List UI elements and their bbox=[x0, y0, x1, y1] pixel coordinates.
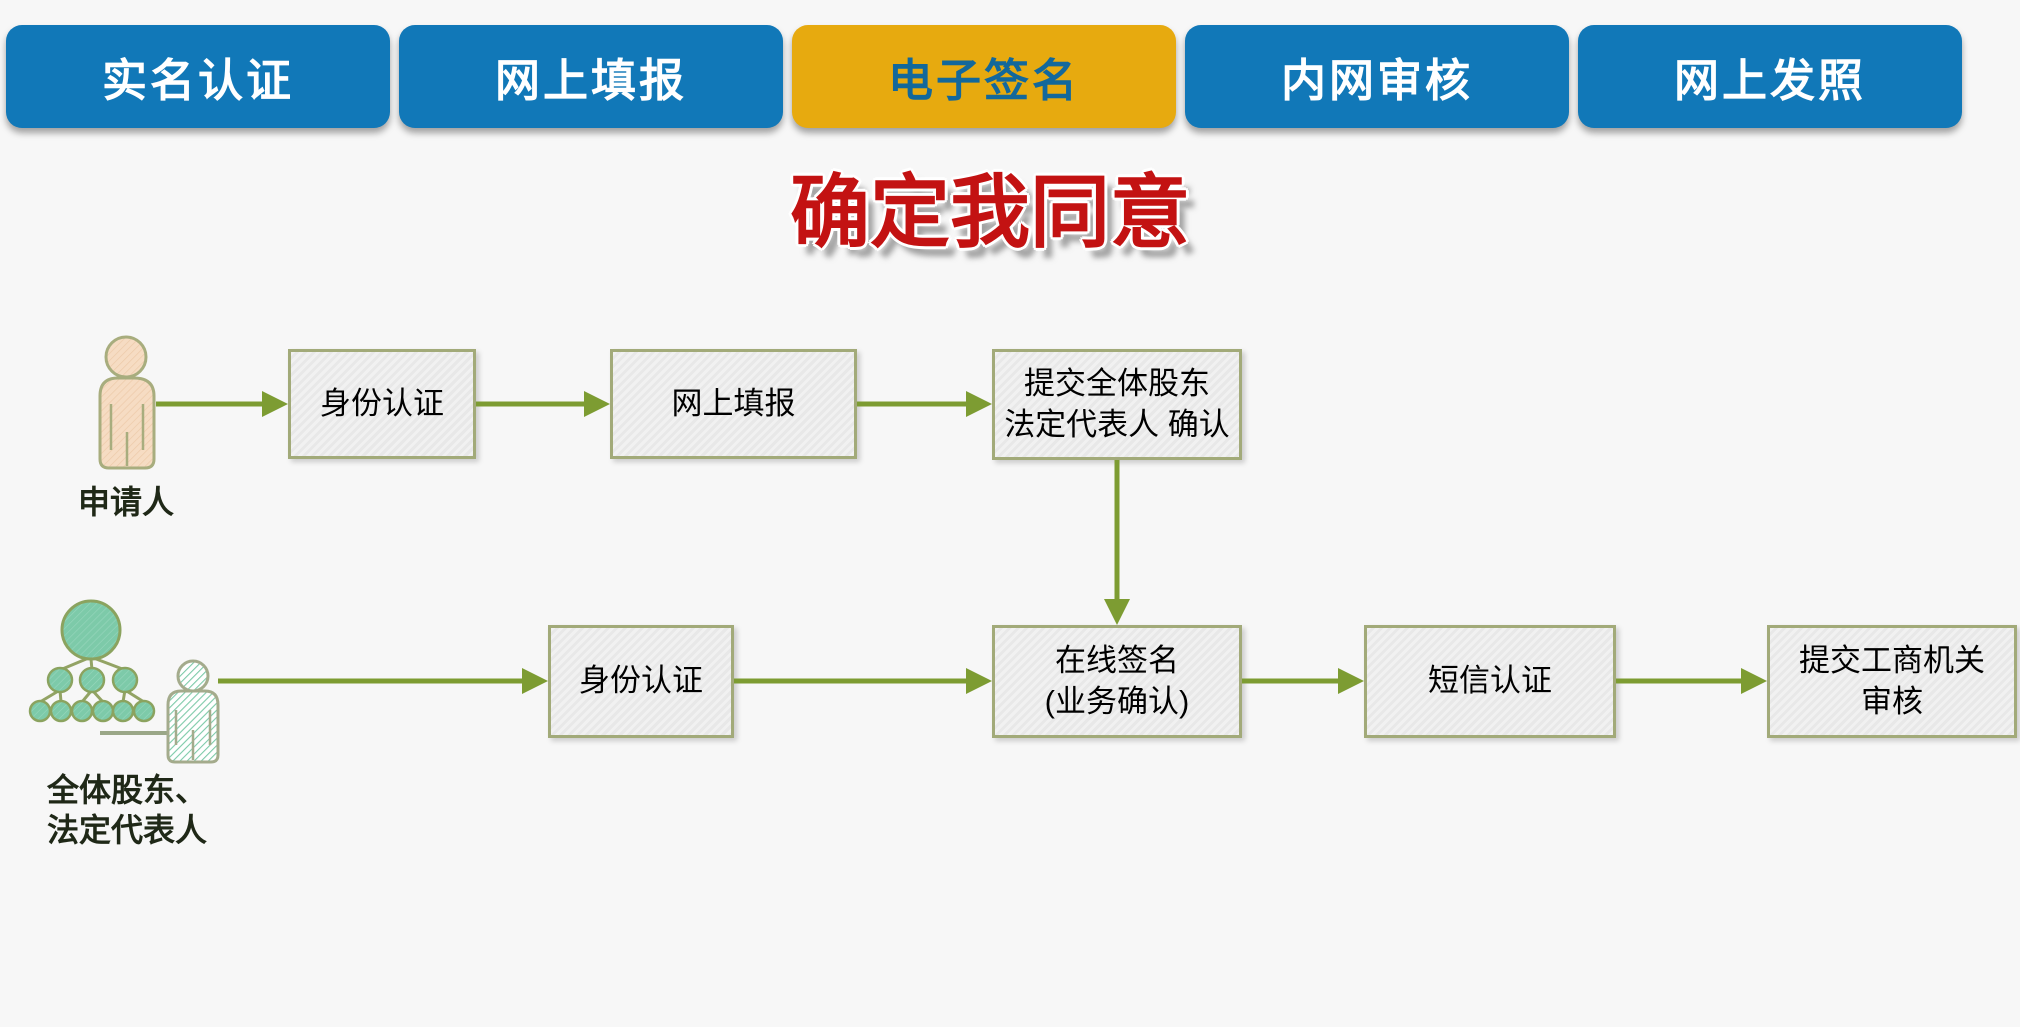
arrow-filing-to-submit bbox=[857, 391, 992, 417]
arrow-sms-to-review bbox=[1616, 668, 1767, 694]
arrow-signature-to-sms bbox=[1242, 668, 1364, 694]
flow-box-identity-auth-row2: 身份认证 bbox=[548, 625, 734, 738]
arrow-identity-to-signature bbox=[734, 668, 992, 694]
flow-box-online-filing: 网上填报 bbox=[610, 349, 857, 459]
group-mid-circles bbox=[46, 666, 139, 694]
group-top-circle bbox=[60, 599, 122, 661]
tab-internal-review[interactable]: 内网审核 bbox=[1185, 25, 1569, 128]
tab-real-name-auth[interactable]: 实名认证 bbox=[6, 25, 390, 128]
shareholders-group-icon bbox=[28, 599, 220, 764]
arrow-group-to-identity bbox=[218, 668, 548, 694]
hierarchy-lines bbox=[39, 655, 145, 704]
tab-online-filing[interactable]: 网上填报 bbox=[399, 25, 783, 128]
flow-box-online-signature: 在线签名 (业务确认) bbox=[992, 625, 1242, 738]
actor-label-applicant: 申请人 bbox=[77, 484, 174, 520]
legal-rep-body bbox=[166, 689, 220, 764]
arrow-applicant-to-identity bbox=[156, 391, 288, 417]
person-head bbox=[104, 335, 148, 379]
single-person-icon bbox=[98, 335, 156, 470]
arrow-submit-to-signature bbox=[1104, 460, 1130, 625]
flow-box-identity-auth-row1: 身份认证 bbox=[288, 349, 476, 459]
group-small-circles bbox=[28, 699, 156, 723]
legal-rep-head bbox=[176, 659, 210, 693]
page-title: 确定我同意 bbox=[790, 168, 1190, 257]
person-body bbox=[98, 376, 156, 470]
tab-e-signature[interactable]: 电子签名 bbox=[792, 25, 1176, 128]
flow-box-sms-auth: 短信认证 bbox=[1364, 625, 1616, 738]
flow-box-submit-review: 提交工商机关 审核 bbox=[1767, 625, 2017, 738]
flow-box-submit-confirmation: 提交全体股东 法定代表人 确认 bbox=[992, 349, 1242, 460]
arrow-identity-to-filing bbox=[476, 391, 610, 417]
tab-license-issuance[interactable]: 网上发照 bbox=[1578, 25, 1962, 128]
actor-label-shareholders: 全体股东、 法定代表人 bbox=[47, 772, 208, 848]
